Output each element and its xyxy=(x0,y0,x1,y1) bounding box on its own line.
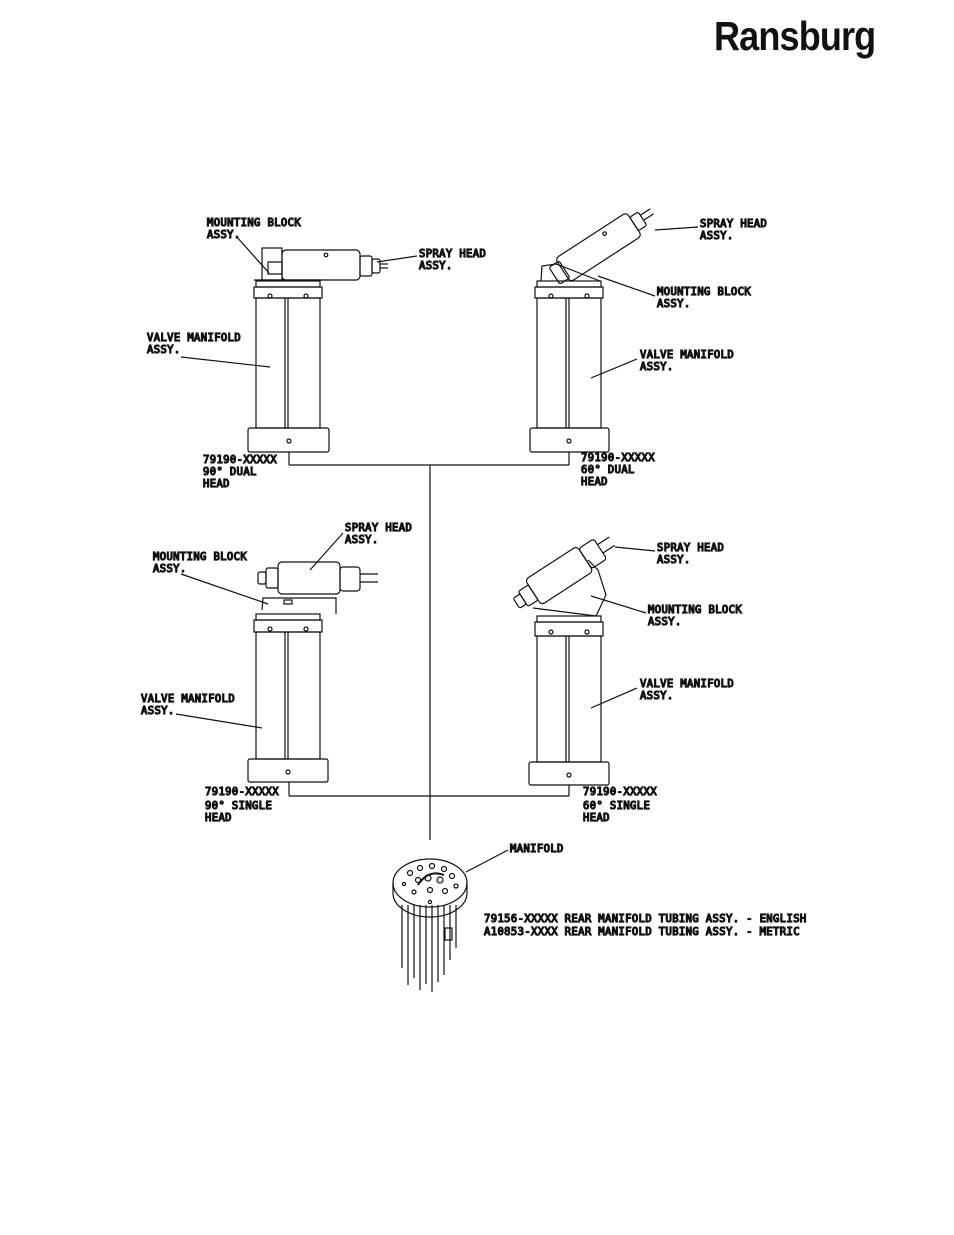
label-valve-manifold-90-single-assy: ASSY. xyxy=(141,705,175,717)
label-mounting-block-90-single-assy: ASSY. xyxy=(153,563,187,575)
label-spray-head-60-single-assy: ASSY. xyxy=(657,554,691,566)
label-mounting-block-60-single-assy: ASSY. xyxy=(648,616,682,628)
label-valve-manifold-60-single-assy: ASSY. xyxy=(640,690,674,702)
label-mounting-block-90-single: MOUNTING BLOCK xyxy=(153,551,247,563)
label-spray-head-90-dual: SPRAY HEAD xyxy=(419,248,486,260)
label-valve-manifold-90-dual: VALVE MANIFOLD xyxy=(147,332,241,344)
leaders-60-dual xyxy=(590,226,699,379)
label-tubing-metric: A10853-XXXX REAR MANIFOLD TUBING ASSY. -… xyxy=(484,926,800,938)
label-tubing-english: 79156-XXXXX REAR MANIFOLD TUBING ASSY. -… xyxy=(484,913,807,925)
label-mounting-block-60-single: MOUNTING BLOCK xyxy=(648,604,742,616)
part-desc-90-single: 90° SINGLE xyxy=(205,800,272,812)
assembly-60-dual xyxy=(529,208,654,453)
connector-tree xyxy=(288,452,570,840)
label-spray-head-90-single-assy: ASSY. xyxy=(345,534,379,546)
leaders-60-single xyxy=(590,546,656,709)
part-number-90-single: 79190-XXXXX xyxy=(205,786,279,798)
assembly-90-dual xyxy=(247,247,388,453)
label-valve-manifold-60-dual: VALVE MANIFOLD xyxy=(640,349,734,361)
part-desc-60-dual-head: HEAD xyxy=(581,476,608,488)
label-mounting-block-90-dual: MOUNTING BLOCK xyxy=(207,217,301,229)
leaders-90-single xyxy=(175,532,344,729)
part-number-60-dual: 79190-XXXXX xyxy=(581,452,655,464)
leaders-90-dual xyxy=(180,235,418,368)
label-valve-manifold-90-dual-assy: ASSY. xyxy=(147,344,181,356)
part-number-60-single: 79190-XXXXX xyxy=(583,786,657,798)
part-desc-90-single-head: HEAD xyxy=(205,812,232,824)
label-spray-head-60-dual-assy: ASSY. xyxy=(700,230,734,242)
label-mounting-block-60-dual-assy: ASSY. xyxy=(657,298,691,310)
label-spray-head-60-single: SPRAY HEAD xyxy=(657,542,724,554)
part-desc-90-dual-head: HEAD xyxy=(203,478,230,490)
label-valve-manifold-60-dual-assy: ASSY. xyxy=(640,361,674,373)
label-spray-head-90-dual-assy: ASSY. xyxy=(419,260,453,272)
label-spray-head-90-single: SPRAY HEAD xyxy=(345,522,412,534)
label-valve-manifold-60-single: VALVE MANIFOLD xyxy=(640,678,734,690)
label-mounting-block-90-dual-assy: ASSY. xyxy=(207,229,241,241)
part-number-90-dual: 79190-XXXXX xyxy=(203,454,277,466)
part-desc-60-dual: 60° DUAL xyxy=(581,464,635,476)
part-desc-90-dual: 90° DUAL xyxy=(203,466,257,478)
assembly-60-single xyxy=(513,536,616,786)
ransburg-logo: Ransburg xyxy=(714,13,876,59)
label-manifold: MANIFOLD xyxy=(510,843,564,855)
label-spray-head-60-dual: SPRAY HEAD xyxy=(700,218,767,230)
part-desc-60-single-head: HEAD xyxy=(583,812,610,824)
label-valve-manifold-90-single: VALVE MANIFOLD xyxy=(141,693,235,705)
label-mounting-block-60-dual: MOUNTING BLOCK xyxy=(657,286,751,298)
rear-manifold-tubing-assembly xyxy=(392,849,509,992)
assembly-90-single xyxy=(247,561,378,783)
part-desc-60-single: 60° SINGLE xyxy=(583,800,650,812)
